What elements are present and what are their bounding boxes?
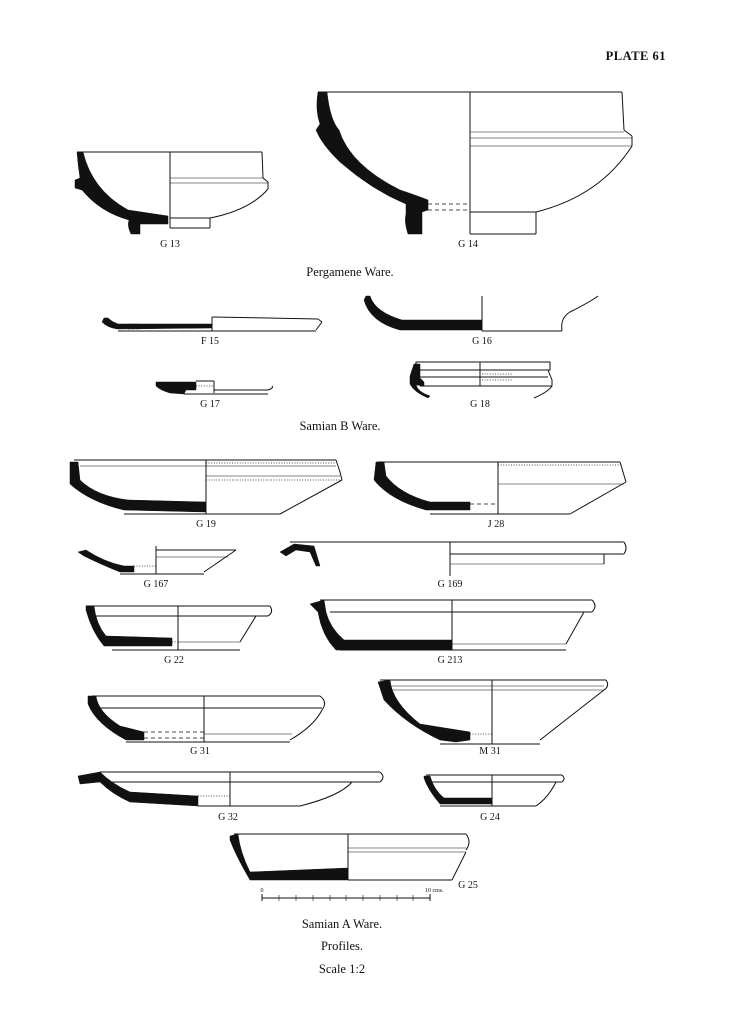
- scale-bar-end: 10 cms.: [425, 888, 444, 894]
- label-g213: G 213: [438, 655, 463, 666]
- vessel-m31: [377, 679, 609, 745]
- vessel-j28: [373, 461, 627, 515]
- vessel-g25: [229, 833, 470, 881]
- vessel-g14: [315, 91, 633, 235]
- label-g17: G 17: [200, 399, 220, 410]
- vessel-g16: [363, 295, 599, 332]
- vessel-g31: [87, 695, 326, 743]
- label-g14: G 14: [458, 239, 478, 250]
- vessel-g13: [74, 151, 269, 235]
- vessel-f15: [101, 316, 323, 332]
- caption-samian-a-ware: Samian A Ware.: [302, 917, 382, 931]
- vessel-g213: [309, 599, 596, 651]
- caption-pergamene-ware: Pergamene Ware.: [306, 265, 393, 279]
- vessel-g19: [69, 459, 343, 515]
- scale-bar: [261, 894, 431, 901]
- label-g19: G 19: [196, 519, 216, 530]
- vessel-g169: [279, 541, 627, 576]
- vessel-g22: [85, 605, 273, 651]
- label-g25: G 25: [458, 880, 478, 891]
- scale-bar-start: 0: [261, 888, 264, 894]
- label-g32: G 32: [218, 812, 238, 823]
- caption-samian-b-ware: Samian B Ware.: [299, 419, 380, 433]
- label-m31: M 31: [479, 746, 500, 757]
- vessel-g32: [77, 771, 384, 807]
- label-g18: G 18: [470, 399, 490, 410]
- label-g31: G 31: [190, 746, 210, 757]
- vessel-g167: [77, 546, 237, 575]
- label-f15: F 15: [201, 336, 219, 347]
- label-g24: G 24: [480, 812, 500, 823]
- caption-scale: Scale 1:2: [319, 962, 365, 976]
- label-g16: G 16: [472, 336, 492, 347]
- label-g167: G 167: [144, 579, 169, 590]
- vessel-g18: [409, 361, 553, 399]
- vessel-g24: [423, 774, 565, 807]
- plate-title: PLATE 61: [606, 49, 666, 63]
- vessel-g17: [155, 380, 273, 395]
- label-j28: J 28: [488, 519, 504, 530]
- label-g169: G 169: [438, 579, 463, 590]
- caption-profiles: Profiles.: [321, 939, 363, 953]
- label-g22: G 22: [164, 655, 184, 666]
- label-g13: G 13: [160, 239, 180, 250]
